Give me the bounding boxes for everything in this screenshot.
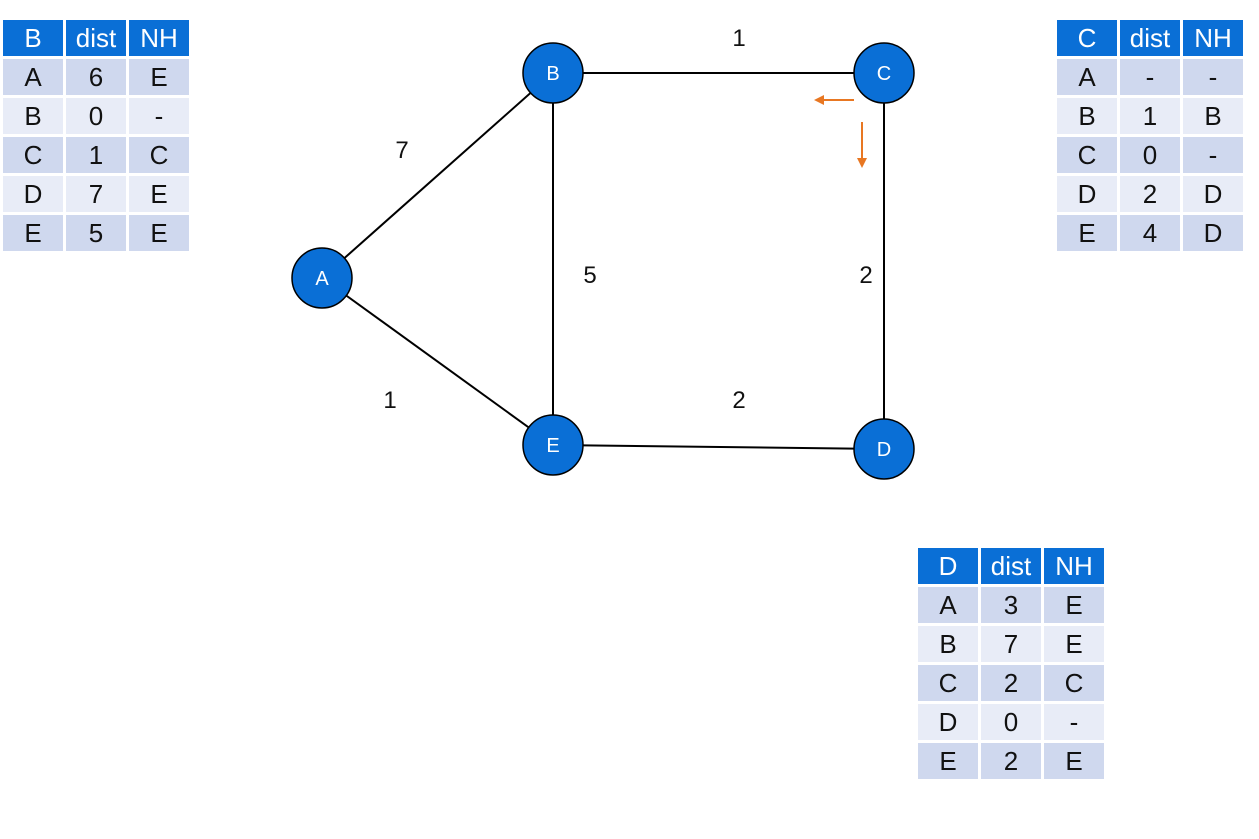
cell-next-hop: E [129,59,189,95]
cell-next-hop: B [1183,98,1243,134]
node-c: C [853,42,915,104]
update-arrow-down-icon [857,122,867,168]
header-node: D [918,548,978,584]
cell-dest: B [1057,98,1117,134]
cell-dest: E [3,215,63,251]
cell-dist: 2 [981,743,1041,779]
header-dist: dist [1120,20,1180,56]
cell-next-hop: - [129,98,189,134]
edge-a-e-weight: 1 [383,387,396,414]
cell-dist: 5 [66,215,126,251]
cell-next-hop: C [1044,665,1104,701]
cell-next-hop: - [1183,59,1243,95]
header-next-hop: NH [129,20,189,56]
edge-b-e-weight: 5 [583,262,596,289]
cell-dest: B [3,98,63,134]
table-header-row: B dist NH [3,20,189,56]
cell-dist: 1 [1120,98,1180,134]
node-e-label: E [546,435,559,457]
cell-dist: 0 [981,704,1041,740]
cell-dest: A [3,59,63,95]
header-node: C [1057,20,1117,56]
edge-a-b-weight: 7 [395,137,408,164]
header-next-hop: NH [1044,548,1104,584]
table-row: A-- [1057,59,1243,95]
cell-dest: C [918,665,978,701]
cell-dist: 0 [66,98,126,134]
cell-dist: 1 [66,137,126,173]
node-d: D [853,418,915,480]
cell-next-hop: D [1183,176,1243,212]
cell-dest: A [1057,59,1117,95]
cell-dist: - [1120,59,1180,95]
cell-next-hop: E [1044,587,1104,623]
cell-dist: 4 [1120,215,1180,251]
cell-dest: E [1057,215,1117,251]
cell-next-hop: E [129,215,189,251]
edge-a-b [321,72,554,279]
cell-dest: D [3,176,63,212]
edge-e-d [552,444,885,450]
cell-next-hop: E [1044,626,1104,662]
cell-next-hop: - [1183,137,1243,173]
cell-dist: 0 [1120,137,1180,173]
cell-dist: 7 [981,626,1041,662]
node-a-label: A [315,268,329,290]
table-header-row: D dist NH [918,548,1104,584]
cell-dest: D [918,704,978,740]
cell-dest: C [1057,137,1117,173]
cell-next-hop: E [1044,743,1104,779]
table-header-row: C dist NH [1057,20,1243,56]
cell-dist: 7 [66,176,126,212]
cell-dist: 2 [981,665,1041,701]
cell-dest: B [918,626,978,662]
cell-dest: D [1057,176,1117,212]
cell-dest: A [918,587,978,623]
cell-dist: 2 [1120,176,1180,212]
header-node: B [3,20,63,56]
cell-dest: E [918,743,978,779]
node-e: E [522,414,584,476]
cell-dest: C [3,137,63,173]
header-dist: dist [66,20,126,56]
node-a: A [291,247,353,309]
update-arrow-left-icon [814,95,854,105]
cell-next-hop: E [129,176,189,212]
edge-c-d-weight: 2 [859,262,872,289]
header-next-hop: NH [1183,20,1243,56]
cell-dist: 3 [981,587,1041,623]
header-dist: dist [981,548,1041,584]
edge-e-d-weight: 2 [732,387,745,414]
node-b: B [522,42,584,104]
cell-dist: 6 [66,59,126,95]
edge-b-c-weight: 1 [732,25,745,52]
cell-next-hop: D [1183,215,1243,251]
cell-next-hop: C [129,137,189,173]
node-b-label: B [546,63,559,85]
node-d-label: D [877,439,891,461]
edge-a-e [321,277,554,446]
cell-next-hop: - [1044,704,1104,740]
node-c-label: C [877,63,891,85]
